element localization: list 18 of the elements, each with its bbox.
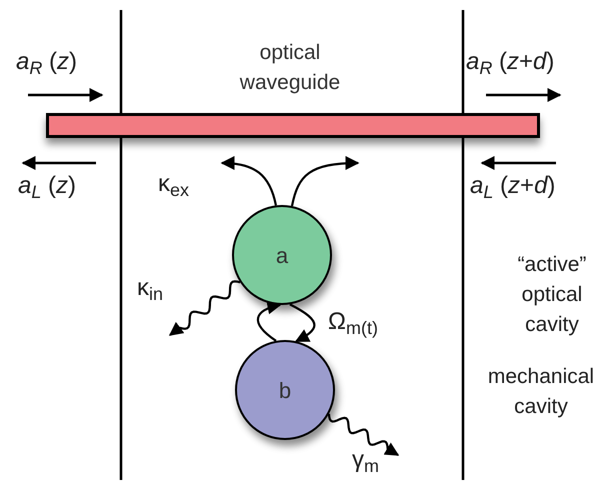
field-label: a$_{L}$ (z) xyxy=(18,171,78,204)
field-label: a$_{R}$ (z+d) xyxy=(466,47,556,80)
edge-label: κ$_{ex}$ xyxy=(158,172,190,196)
edge-label: κ$_{in}$ xyxy=(137,276,164,300)
field-label: a$_{L}$ (z+d) xyxy=(470,171,556,204)
field-label: “active” optical cavity xyxy=(516,252,588,338)
arrow xyxy=(289,303,316,342)
wavy-arrow xyxy=(168,280,240,336)
field-label: a$_{R}$ (z) xyxy=(16,47,78,80)
arrow xyxy=(290,156,360,206)
mode-label: b xyxy=(278,376,292,404)
edge-label: γ$_{m}$ xyxy=(352,448,379,472)
field-label: mechanical cavity xyxy=(486,364,596,420)
waveguide-label: optical waveguide xyxy=(238,40,342,96)
arrow xyxy=(220,156,277,206)
wavy-arrow xyxy=(328,414,400,456)
mode-label: a xyxy=(276,242,288,270)
arrow xyxy=(256,301,282,342)
